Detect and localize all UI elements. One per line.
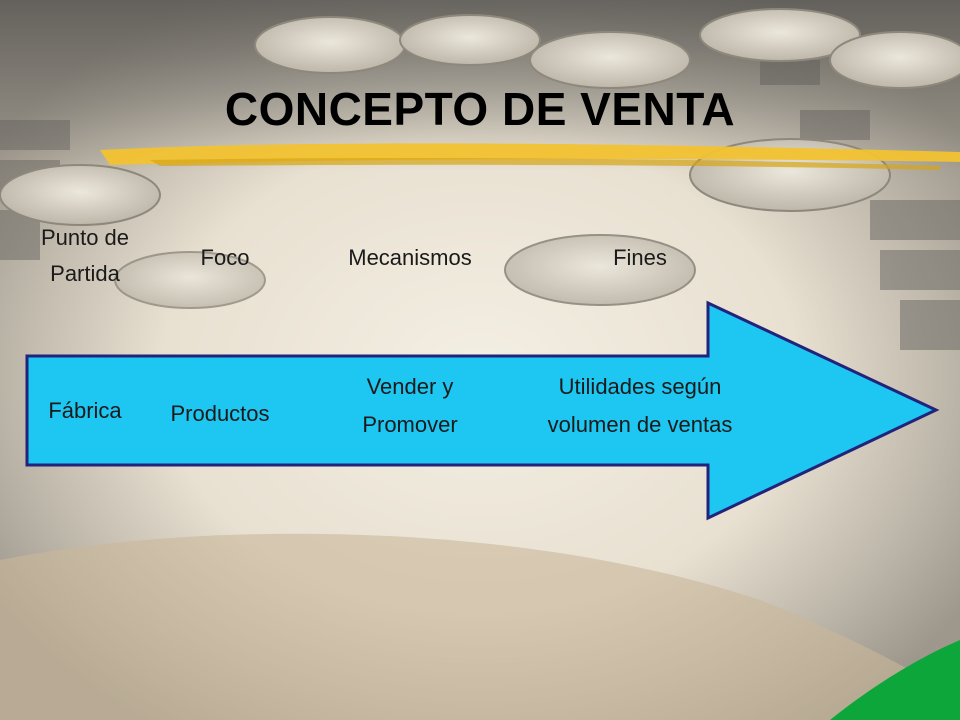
arrow-means-line2: Promover [362,412,458,437]
arrow-ends-line1: Utilidades según [558,374,722,399]
arrow-ends-line2: volumen de ventas [547,412,733,437]
header-focus: Foco [200,245,250,270]
header-ends: Fines [613,245,667,270]
header-start-line1: Punto de [40,225,130,250]
process-arrow [25,300,940,521]
header-means: Mecanismos [348,245,472,270]
title-underline-shadow [150,158,940,170]
arrow-means-line1: Vender y [366,374,454,399]
slide-title: CONCEPTO DE VENTA [224,83,736,135]
header-start: Punto de Partida [20,220,150,292]
header-start-line2: Partida [50,261,120,286]
arrow-start: Fábrica [48,398,122,423]
arrow-means: Vender y Promover [320,368,500,444]
arrow-focus: Productos [170,401,270,426]
arrow-ends: Utilidades según volumen de ventas [510,368,770,444]
